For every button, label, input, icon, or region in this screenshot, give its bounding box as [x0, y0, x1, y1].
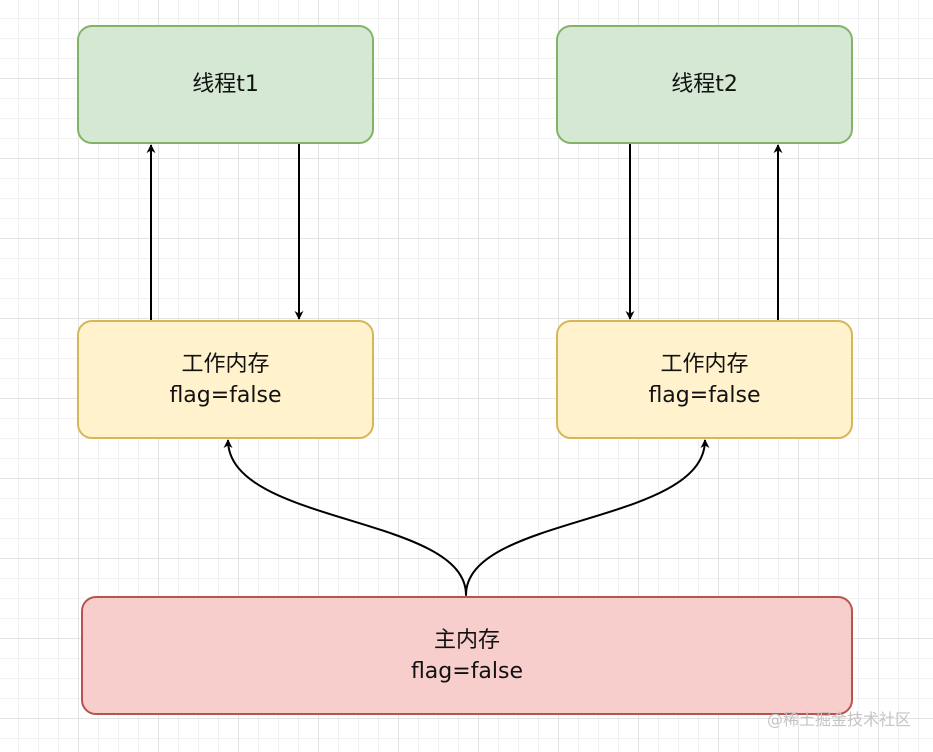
thread-t2-node: 线程t2 [556, 25, 853, 144]
thread-t1-node: 线程t1 [77, 25, 374, 144]
working-memory-t2-node: 工作内存 flag=false [556, 320, 853, 439]
working-memory-t1-value: flag=false [169, 382, 282, 408]
thread-t1-label: 线程t1 [192, 72, 259, 97]
working-memory-t2-title: 工作内存 [660, 351, 749, 377]
working-memory-t1-title: 工作内存 [181, 351, 270, 377]
watermark: @稀土掘金技术社区 [766, 710, 911, 729]
thread-t2-label: 线程t2 [671, 72, 738, 97]
arrow-main-work1 [223, 439, 471, 604]
working-memory-t2-value: flag=false [648, 382, 761, 408]
main-memory-value: flag=false [410, 658, 524, 684]
arrow-main-work2 [461, 439, 710, 604]
main-memory-node: 主内存 flag=false [81, 596, 853, 715]
working-memory-t1-node: 工作内存 flag=false [77, 320, 374, 439]
main-memory-title: 主内存 [433, 627, 500, 653]
